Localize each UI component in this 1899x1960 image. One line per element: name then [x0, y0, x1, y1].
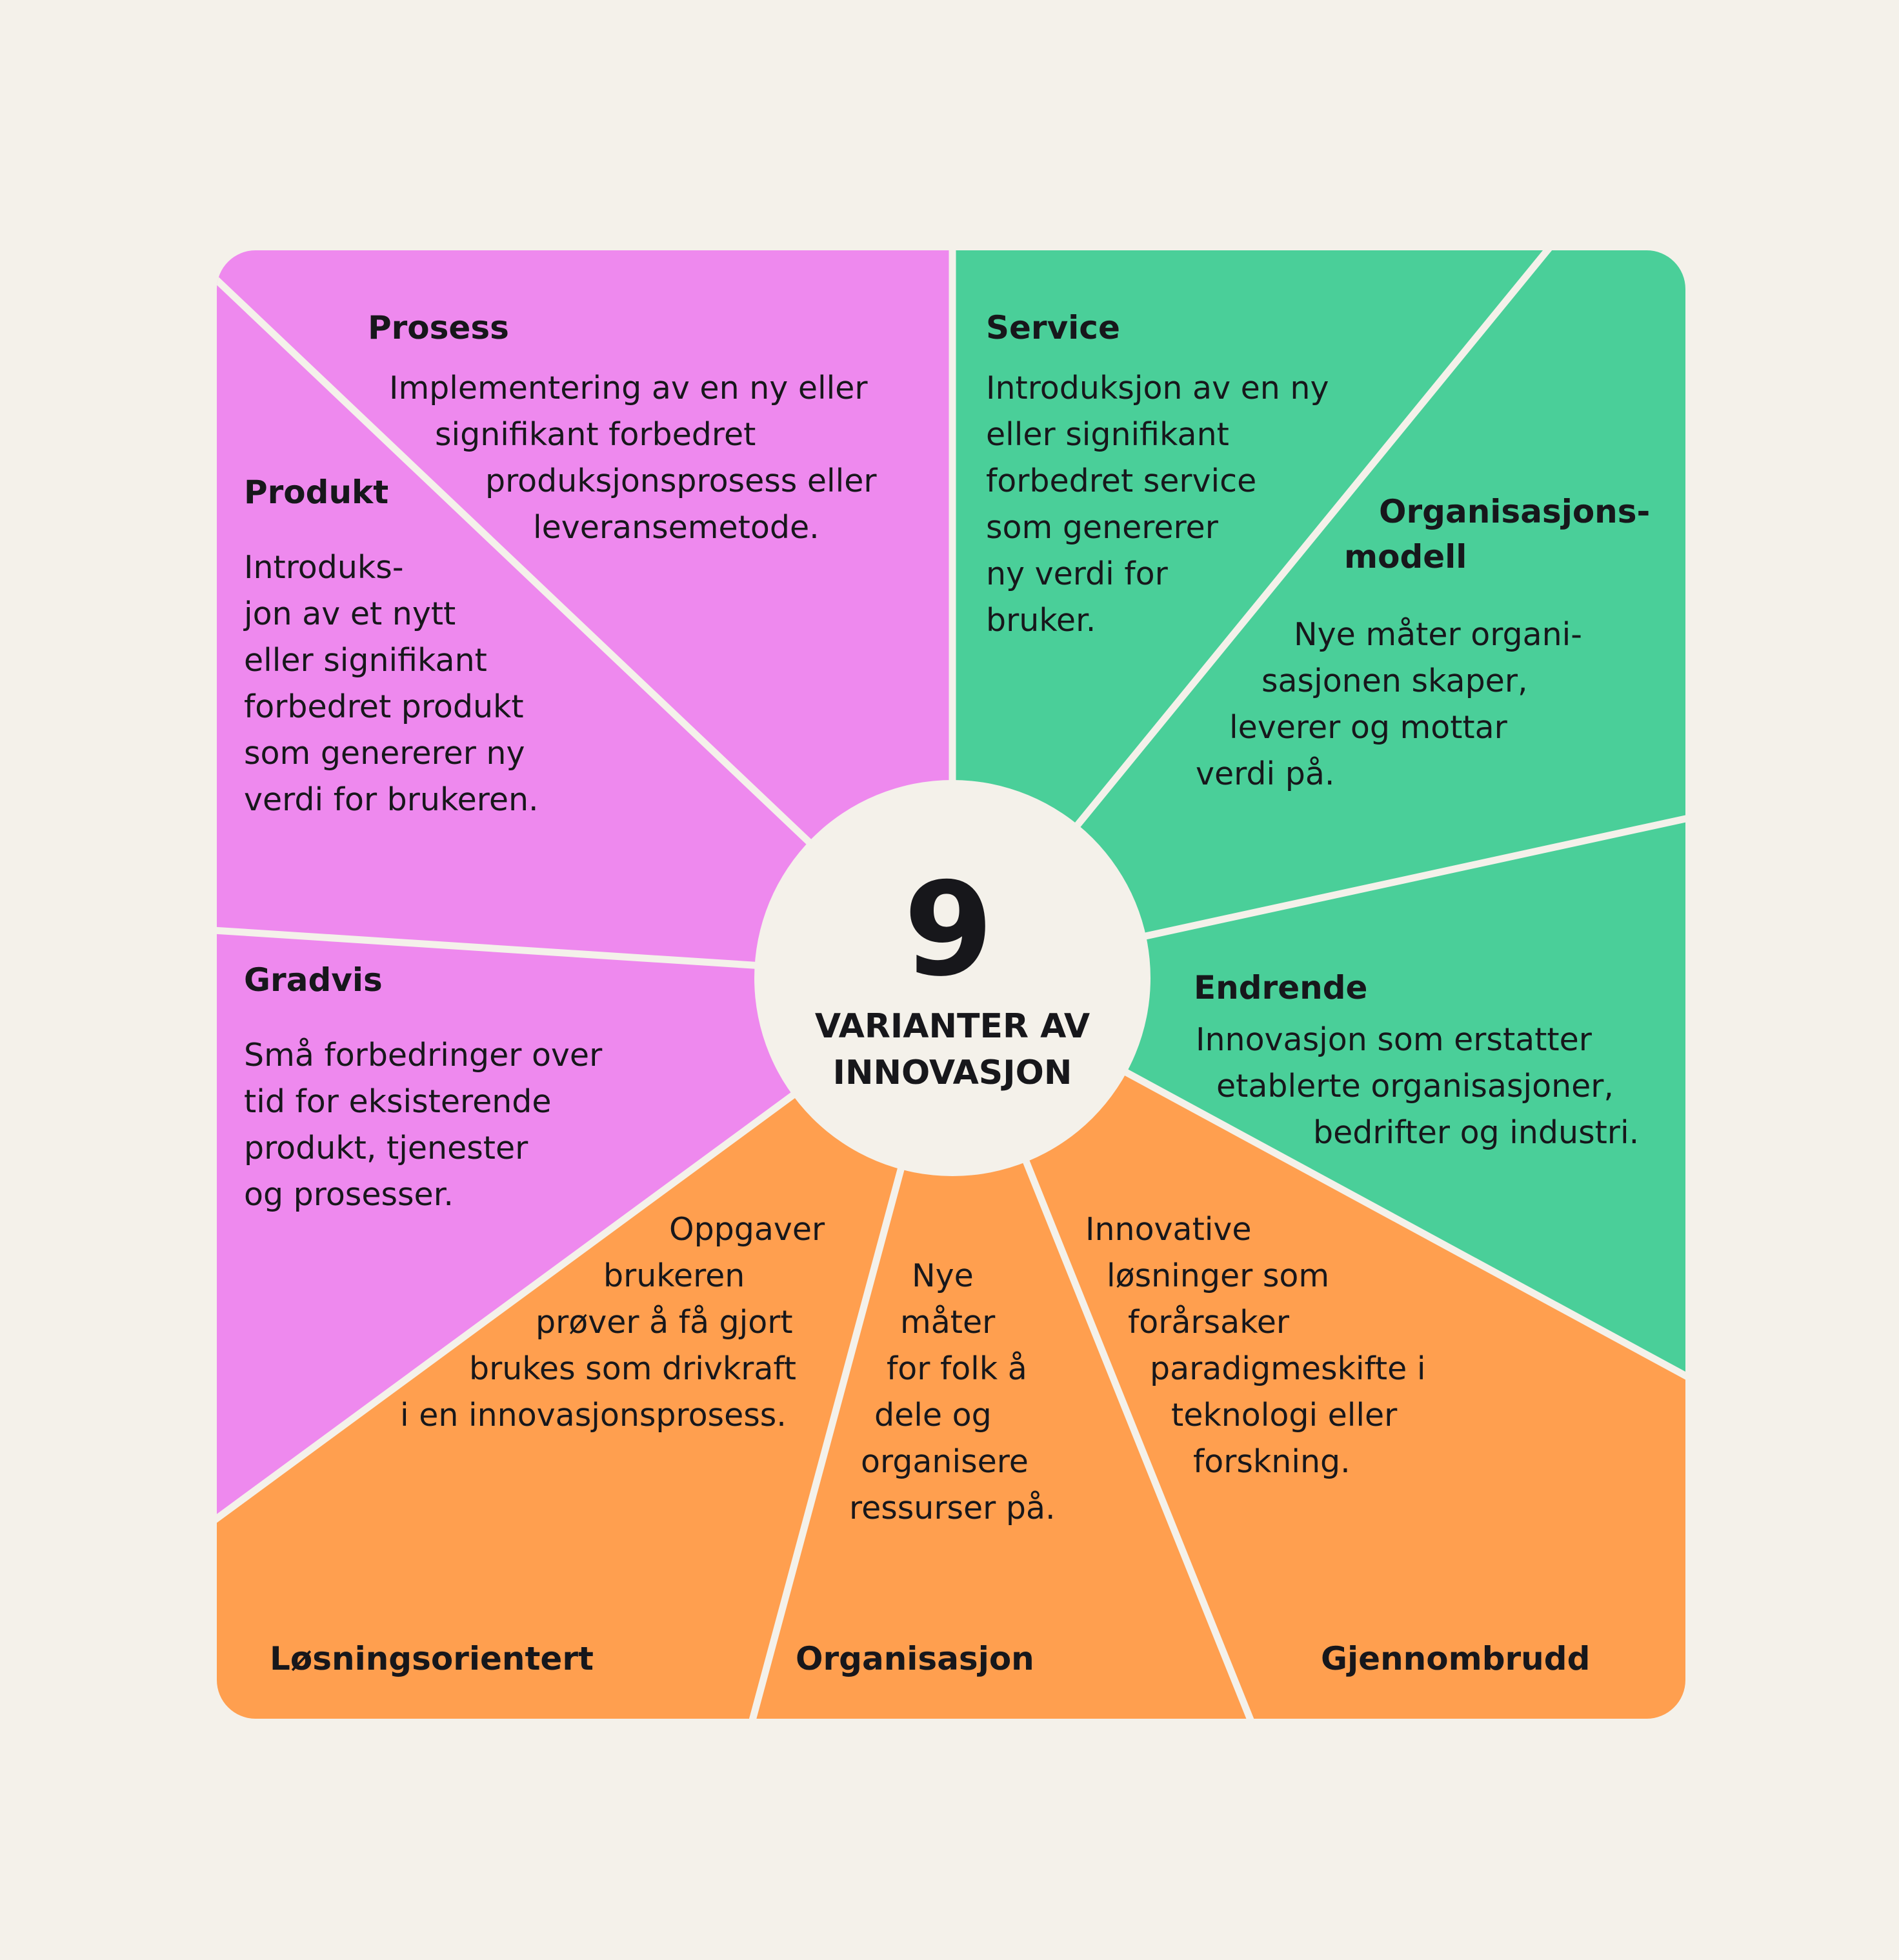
center-label-line1: VARIANTER AV [815, 1007, 1090, 1046]
segment-text-line: leverer og mottar [1229, 709, 1508, 746]
segment-text-line: forskning. [1193, 1443, 1351, 1480]
segment-text-line: Små forbedringer over [244, 1037, 603, 1074]
segment-text-line: og prosesser. [244, 1176, 454, 1213]
segment-text-line: Nye [912, 1257, 974, 1294]
segment-text-line: Nye måter organi- [1294, 616, 1582, 653]
segment-text-line: eller signifikant [244, 642, 487, 679]
segment-text-line: brukes som drivkraft [469, 1350, 796, 1387]
segment-text-line: måter [900, 1304, 996, 1341]
segment-text-line: Innovasjon som erstatter [1196, 1021, 1593, 1058]
segment-text-line: leveransemetode. [533, 509, 819, 546]
segment-title: Løsningsorientert [270, 1640, 594, 1677]
region-losningsorientert [217, 978, 952, 1719]
segment-text-line: verdi for brukeren. [244, 781, 539, 818]
segment-title: modell [1344, 538, 1467, 575]
region-gradvis [217, 929, 952, 1535]
segment-gjennombrudd: Innovative løsninger som forårsaker para… [1085, 1211, 1590, 1677]
segment-text-line: produkt, tjenester [244, 1130, 528, 1166]
segment-losningsorientert: Oppgaver brukeren prøver å få gjort bruk… [270, 1211, 825, 1677]
segment-text-line: ressurser på. [849, 1490, 1056, 1526]
segment-text-line: Introduksjon av en ny [986, 370, 1329, 406]
segment-gradvis: Gradvis Små forbedringer over tid for ek… [244, 961, 603, 1213]
segment-text-line: for folk å [887, 1350, 1027, 1387]
segment-text-line: som genererer ny [244, 735, 525, 772]
segment-text-line: verdi på. [1196, 755, 1334, 792]
segment-endrende: Endrende Innovasjon som erstatter etable… [1194, 969, 1639, 1151]
segment-title: Produkt [244, 474, 388, 511]
region-gjennombrudd [952, 978, 1685, 1719]
segment-text-line: produksjonsprosess eller [485, 463, 877, 499]
segment-text-line: eller signifikant [986, 416, 1229, 453]
segment-text-line: teknologi eller [1171, 1397, 1398, 1434]
segment-title: Organisasjons- [1379, 493, 1650, 530]
segment-text-line: Implementering av en ny eller [389, 370, 868, 406]
region-endrende [952, 806, 1685, 1406]
segment-text-line: bruker. [986, 602, 1096, 639]
segment-title: Organisasjon [796, 1640, 1034, 1677]
segment-organisasjonsmodell: Organisasjons- modell Nye måter organi- … [1196, 493, 1650, 792]
segment-produkt: Produkt Introduks- jon av et nytt eller … [243, 474, 539, 818]
segment-text-line: brukeren [603, 1257, 745, 1294]
segment-text-line: Innovative [1085, 1211, 1252, 1248]
segment-text-line: prøver å få gjort [536, 1304, 793, 1341]
segment-title: Gjennombrudd [1321, 1640, 1590, 1677]
center-label-line2: INNOVASJON [833, 1054, 1072, 1092]
segment-text-line: dele og [874, 1397, 992, 1434]
segment-text-line: paradigmeskifte i [1150, 1350, 1425, 1387]
segment-title: Gradvis [244, 961, 383, 999]
segment-text-line: forbedret produkt [244, 688, 524, 725]
segment-text-line: løsninger som [1107, 1257, 1329, 1294]
segment-text-line: Oppgaver [669, 1211, 825, 1248]
segment-prosess: Prosess Implementering av en ny eller si… [368, 309, 877, 546]
center-circle [754, 780, 1150, 1176]
segment-organisasjon: Nye måter for folk å dele og organisere … [796, 1257, 1056, 1677]
segment-text-line: i en innovasjonsprosess. [400, 1397, 787, 1434]
segment-text-line: tid for eksisterende [244, 1083, 552, 1120]
segment-text-line: som genererer [986, 509, 1219, 546]
segment-text-line: jon av et nytt [243, 595, 456, 632]
segment-title: Service [986, 309, 1120, 346]
segment-text-line: forårsaker [1128, 1304, 1290, 1341]
segment-text-line: etablerte organisasjoner, [1216, 1068, 1614, 1105]
segment-text-line: sasjonen skaper, [1261, 663, 1528, 699]
region-prosess [217, 250, 952, 978]
segment-text-line: signifikant forbedret [435, 416, 756, 453]
segment-text-line: forbedret service [986, 463, 1256, 499]
segment-service: Service Introduksjon av en ny eller sign… [986, 309, 1329, 639]
region-organisasjonsmodell [952, 250, 1685, 978]
region-organisasjon [729, 978, 1285, 1719]
segment-title: Prosess [368, 309, 509, 346]
center-number: 9 [903, 855, 993, 1005]
segment-text-line: Introduks- [244, 549, 404, 586]
segment-text-line: organisere [861, 1443, 1029, 1480]
segment-text-line: ny verdi for [986, 555, 1169, 592]
segment-title: Endrende [1194, 969, 1367, 1006]
segment-text-line: bedrifter og industri. [1313, 1114, 1639, 1151]
